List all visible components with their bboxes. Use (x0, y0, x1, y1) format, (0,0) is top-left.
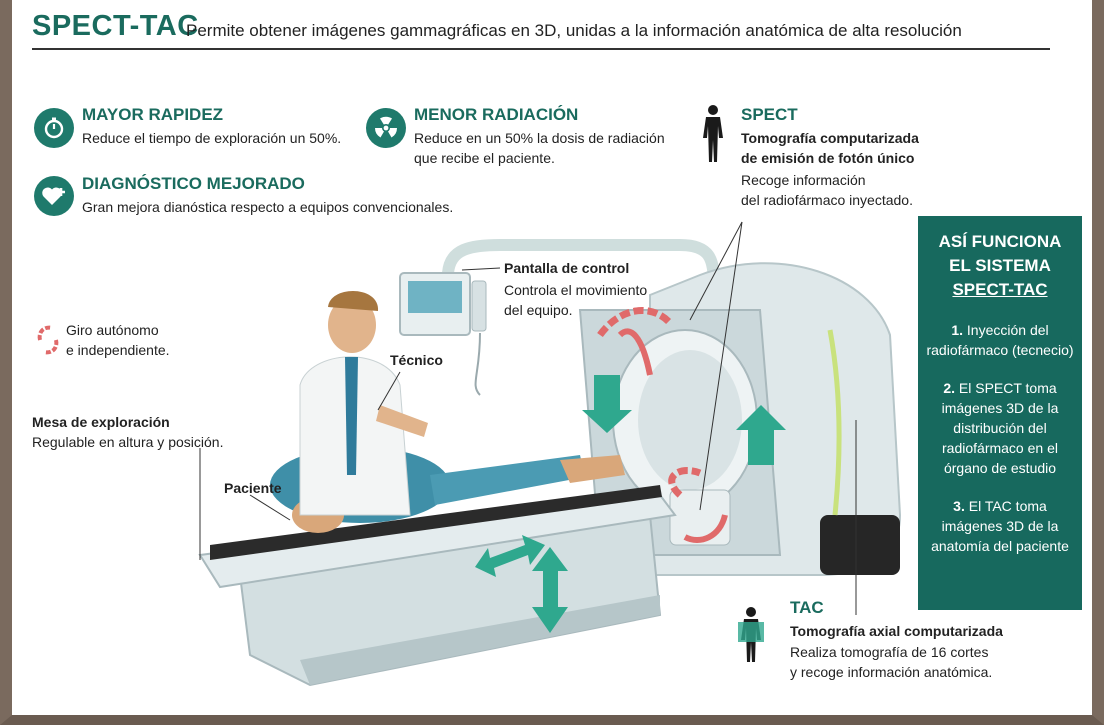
mesa-title: Mesa de exploración (32, 414, 170, 430)
feature-radiacion-desc-1: Reduce en un 50% la dosis de radiación (414, 130, 665, 146)
tac-bold-line-1: Tomografía axial computarizada (790, 623, 1003, 639)
heart-plus-icon (34, 176, 74, 216)
spect-line-4: del radiofármaco inyectado. (741, 192, 913, 208)
step-1: 1. Inyección del radiofármaco (tecnecio) (926, 320, 1074, 360)
spect-title: SPECT (741, 105, 798, 124)
tecnico-label: Técnico (390, 352, 443, 368)
how-it-works-title: ASÍ FUNCIONA EL SISTEMA SPECT-TAC (918, 230, 1082, 302)
rotation-arrows-icon (34, 322, 62, 363)
feature-rapidez-title: MAYOR RAPIDEZ (82, 105, 224, 124)
how-it-works-panel: ASÍ FUNCIONA EL SISTEMA SPECT-TAC 1. Iny… (918, 216, 1082, 610)
spect-bold-line-1: Tomografía computarizada (741, 130, 919, 146)
giro-line-1: Giro autónomo (66, 322, 159, 338)
step-2-text: El SPECT toma imágenes 3D de la distribu… (941, 380, 1059, 476)
page-title: SPECT-TAC (32, 10, 199, 42)
spect-line-3: Recoge información (741, 172, 866, 188)
step-2: 2. El SPECT toma imágenes 3D de la distr… (926, 378, 1074, 478)
pantalla-control-line-1: Controla el movimiento (504, 282, 648, 298)
paciente-label: Paciente (224, 480, 282, 496)
feature-radiacion-desc-2: que recibe el paciente. (414, 150, 555, 166)
spect-body-icon (700, 104, 726, 169)
how-it-works-title-line-2: EL SISTEMA (949, 256, 1051, 275)
title-divider (32, 48, 1050, 50)
step-3-text: El TAC toma imágenes 3D de la anatomía d… (931, 498, 1069, 554)
feature-diagnostico-title: DIAGNÓSTICO MEJORADO (82, 174, 305, 193)
feature-diagnostico-desc: Gran mejora dianóstica respecto a equipo… (82, 199, 454, 215)
step-3: 3. El TAC toma imágenes 3D de la anatomí… (926, 496, 1074, 556)
stopwatch-icon (34, 108, 74, 148)
spect-tac-scanner-illustration (198, 239, 902, 687)
radiation-icon (366, 108, 406, 148)
step-1-text: Inyección del radiofármaco (tecnecio) (926, 322, 1074, 358)
spect-bold-line-2: de emisión de fotón único (741, 150, 915, 166)
how-it-works-title-line-3: SPECT-TAC (952, 280, 1048, 299)
pantalla-control-title: Pantalla de control (504, 260, 630, 276)
giro-line-2: e independiente. (66, 342, 170, 358)
feature-rapidez-desc: Reduce el tiempo de exploración un 50%. (82, 130, 342, 146)
feature-radiacion-title: MENOR RADIACIÓN (414, 105, 579, 124)
step-3-number: 3. (953, 498, 965, 514)
tac-body-icon (736, 606, 766, 669)
how-it-works-title-line-1: ASÍ FUNCIONA (938, 232, 1062, 251)
tac-line-2: Realiza tomografía de 16 cortes (790, 644, 989, 660)
pantalla-control-line-2: del equipo. (504, 302, 573, 318)
mesa-line-1: Regulable en altura y posición. (32, 434, 224, 450)
step-1-number: 1. (951, 322, 964, 338)
tac-title: TAC (790, 598, 824, 617)
step-2-number: 2. (943, 380, 955, 396)
tac-line-3: y recoge información anatómica. (790, 664, 993, 680)
page-subtitle: Permite obtener imágenes gammagráficas e… (186, 21, 962, 40)
